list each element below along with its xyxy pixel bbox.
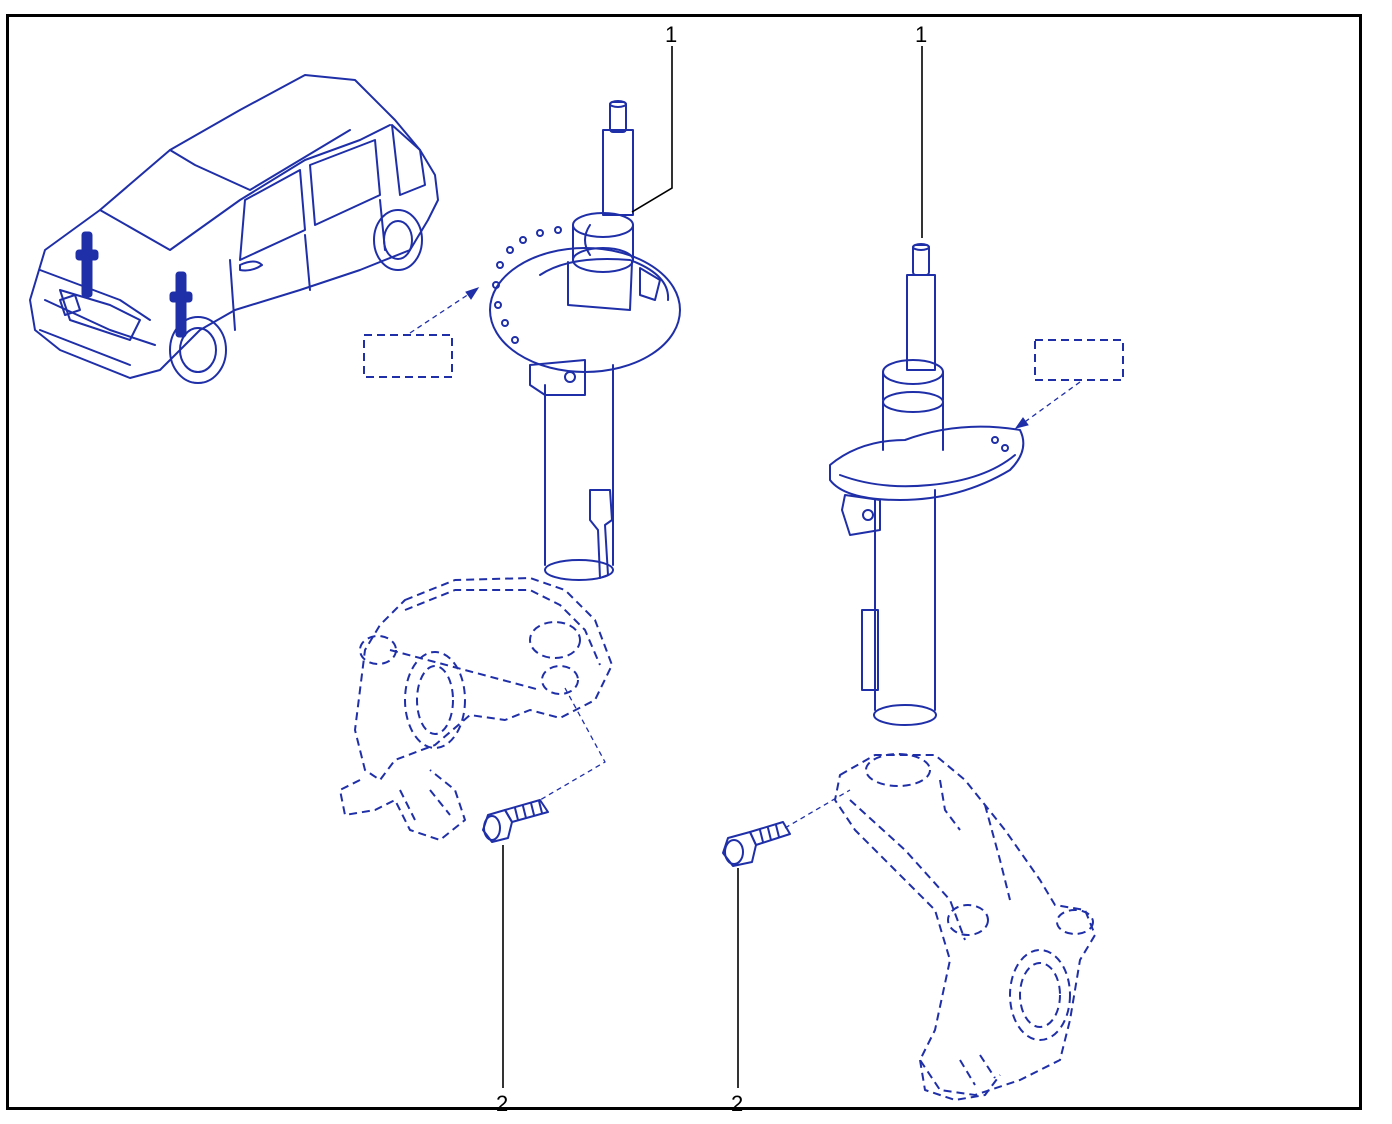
callout-2-left: 2 [496, 1091, 509, 1116]
reference-box-left [363, 334, 453, 378]
car-illustration [29, 74, 439, 384]
steering-knuckle-left [339, 577, 613, 841]
bolt-axis-right [784, 789, 851, 829]
callout-1-right: 1 [915, 22, 928, 47]
shock-absorber-left [489, 100, 681, 581]
bolt-left [482, 799, 549, 843]
reference-box-right [1034, 339, 1124, 381]
bolt-axis-left [539, 687, 606, 801]
steering-knuckle-right [784, 753, 1096, 1101]
shock-absorber-right [829, 243, 1025, 726]
arrow-right [1021, 381, 1081, 425]
bolt-right [722, 821, 791, 867]
callout-1-left: 1 [665, 22, 678, 47]
callout-2-right: 2 [731, 1091, 744, 1116]
arrow-left [409, 291, 473, 334]
diagram-frame [6, 14, 1362, 1110]
leader-1-left [631, 46, 673, 213]
